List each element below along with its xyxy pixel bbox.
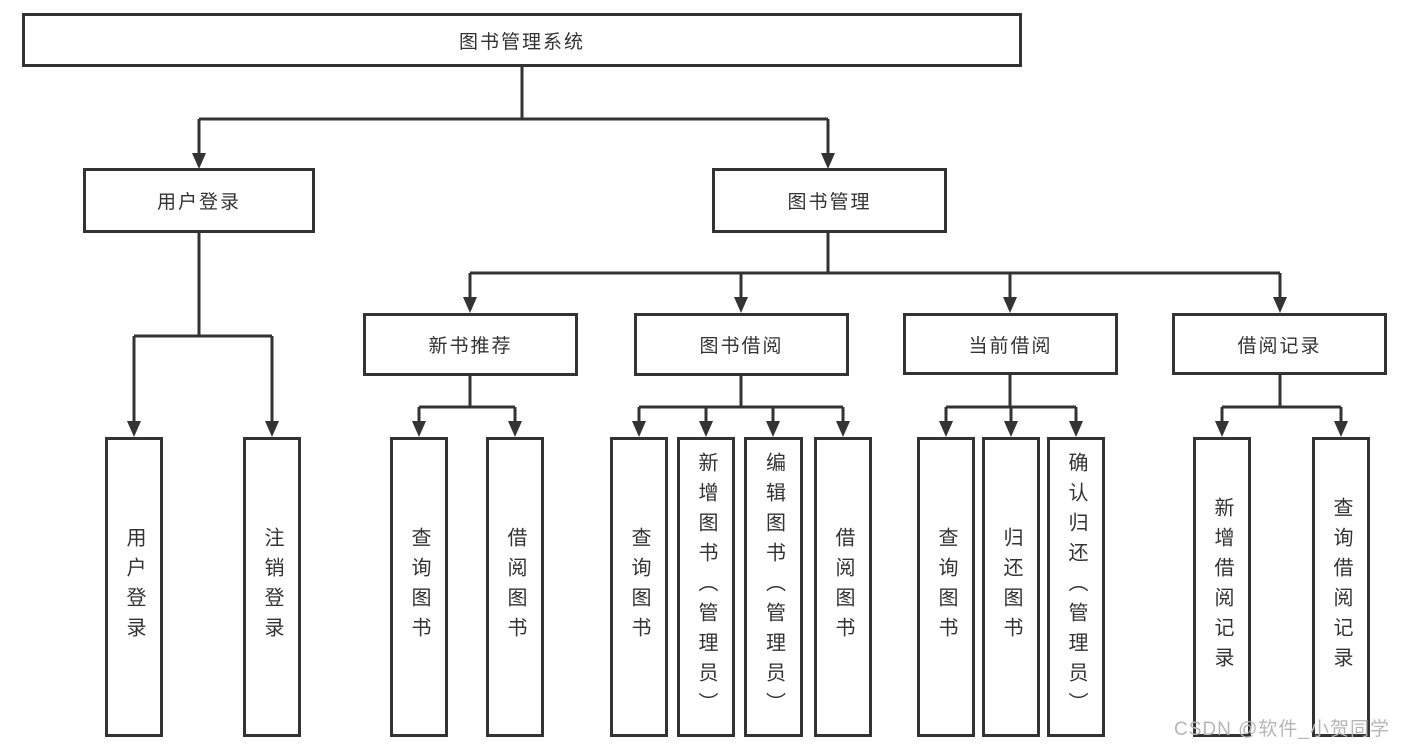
node-borrow-record: 借阅记录 [1172, 313, 1387, 375]
leaf-edit-books-admin: 编辑图书（管理员） [744, 437, 803, 737]
node-label: 图书管理 [787, 192, 872, 213]
node-book-management: 图书管理 [712, 168, 947, 233]
node-label: 查询图书 [628, 527, 650, 647]
node-new-book-recommend: 新书推荐 [363, 313, 578, 376]
leaf-add-books-admin: 新增图书（管理员） [677, 437, 735, 737]
node-label: 图书借阅 [699, 336, 784, 357]
leaf-add-borrow-record: 新增借阅记录 [1193, 437, 1251, 737]
node-user-login: 用户登录 [83, 168, 315, 233]
leaf-return-books: 归还图书 [982, 437, 1040, 737]
node-label: 新增图书（管理员） [695, 452, 717, 722]
node-label: 借阅图书 [504, 527, 526, 647]
node-current-borrow: 当前借阅 [903, 313, 1118, 375]
node-label: 查询图书 [408, 527, 430, 647]
node-label: 用户登录 [156, 192, 241, 213]
node-label: 查询借阅记录 [1330, 497, 1352, 677]
node-root-system: 图书管理系统 [22, 13, 1022, 67]
node-book-borrow: 图书借阅 [634, 313, 849, 376]
leaf-borrow-books-recommend: 借阅图书 [486, 437, 544, 737]
leaf-query-books-borrow: 查询图书 [610, 437, 668, 737]
node-label: 借阅图书 [832, 527, 854, 647]
node-label: 图书管理系统 [458, 31, 585, 53]
node-label: 确认归还（管理员） [1065, 452, 1087, 722]
leaf-logout: 注销登录 [243, 437, 301, 737]
leaf-query-borrow-record: 查询借阅记录 [1312, 437, 1370, 737]
node-label: 借阅记录 [1237, 335, 1322, 357]
node-label: 当前借阅 [968, 335, 1053, 357]
node-label: 新增借阅记录 [1211, 497, 1233, 677]
leaf-user-login: 用户登录 [105, 437, 163, 737]
node-label: 用户登录 [123, 527, 145, 647]
leaf-query-books-current: 查询图书 [917, 437, 975, 737]
node-label: 注销登录 [261, 527, 283, 647]
csdn-watermark: CSDN @软件_小贺同学 [1174, 719, 1390, 740]
leaf-query-books-recommend: 查询图书 [390, 437, 448, 737]
node-label: 归还图书 [1000, 527, 1022, 647]
node-label: 查询图书 [935, 527, 957, 647]
leaf-confirm-return-admin: 确认归还（管理员） [1047, 437, 1105, 737]
node-label: 新书推荐 [428, 336, 513, 357]
leaf-borrow-books: 借阅图书 [814, 437, 872, 737]
node-label: 编辑图书（管理员） [762, 452, 785, 722]
